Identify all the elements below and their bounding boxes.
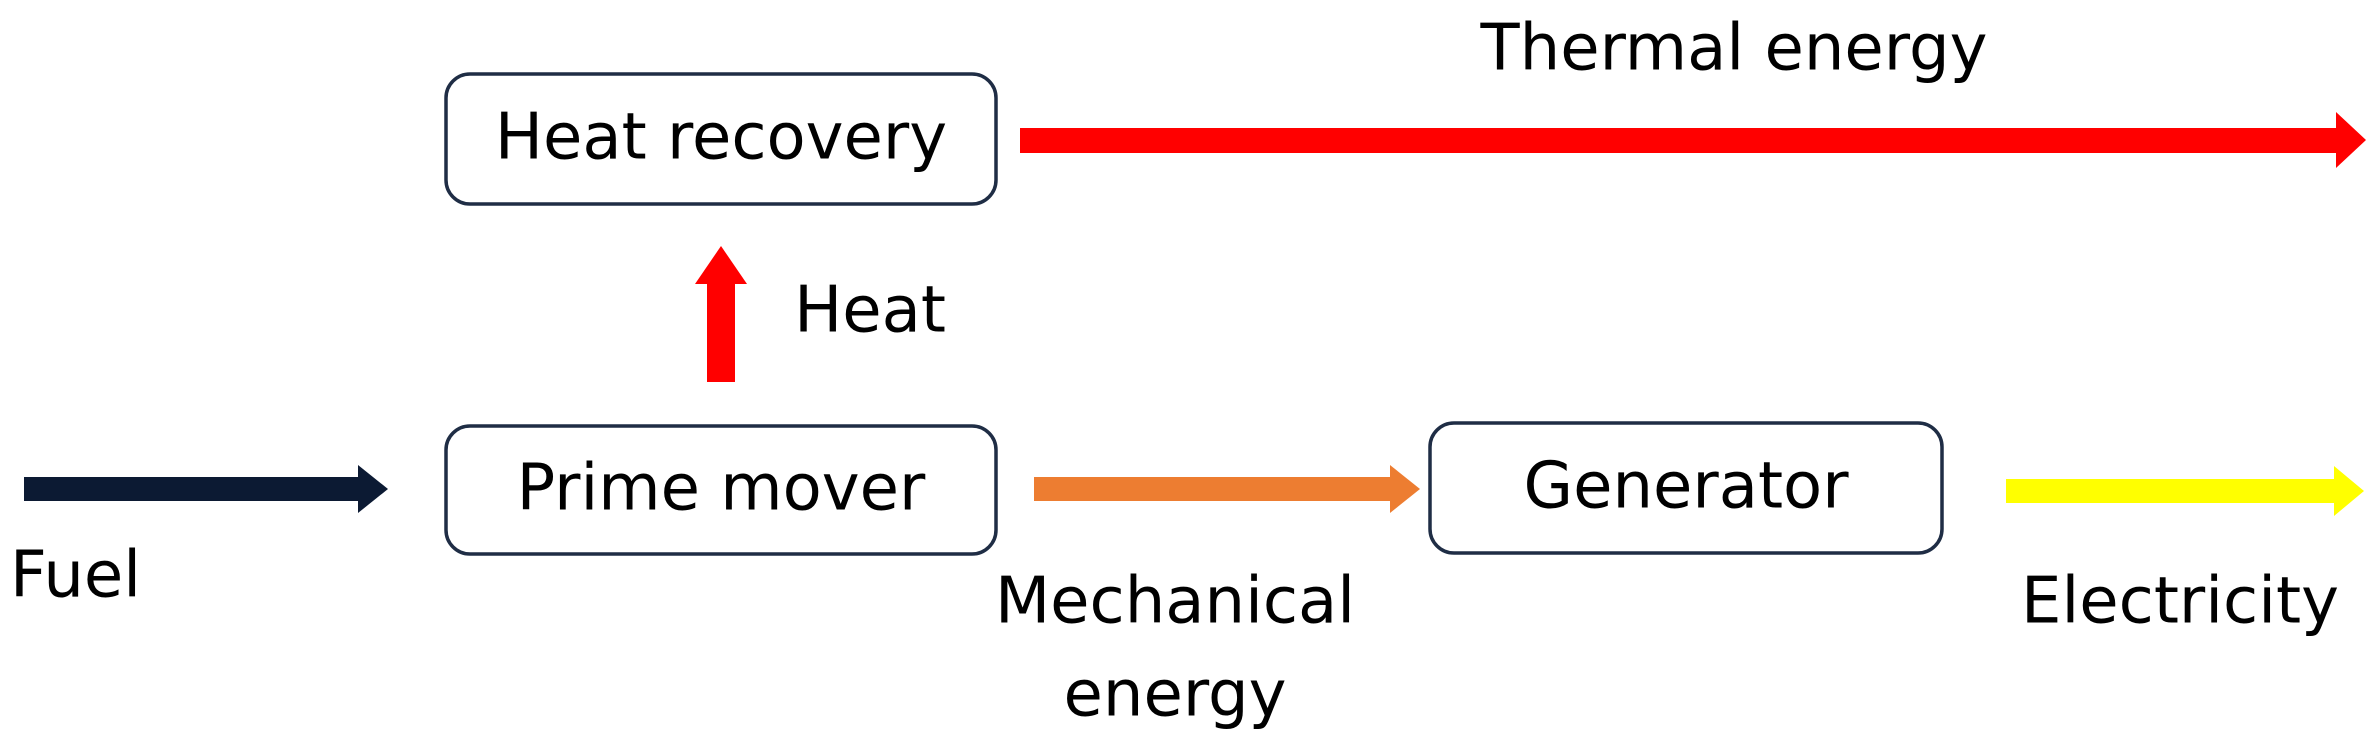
fuel-arrow-shaft [24, 477, 360, 501]
electricity-arrow-shaft [2006, 479, 2336, 503]
heat-arrow [695, 246, 747, 382]
electricity-arrow-head [2334, 466, 2364, 516]
electricity-label: Electricity [2021, 565, 2339, 639]
heat-arrow-shaft [707, 282, 735, 382]
generator-label: Generator [1524, 450, 1850, 524]
electricity-arrow [2006, 466, 2364, 516]
mechanical-arrow-shaft [1034, 477, 1392, 501]
mechanical-energy-label-line2: energy [1064, 658, 1287, 732]
fuel-label: Fuel [10, 539, 141, 613]
prime-mover-node: Prime mover [444, 424, 998, 556]
thermal-arrow-shaft [1020, 128, 2338, 153]
mechanical-arrow-head [1390, 465, 1420, 513]
mechanical-energy-label-line1: Mechanical [995, 565, 1355, 639]
thermal-arrow-head [2336, 112, 2366, 168]
mechanical-energy-arrow [1034, 465, 1420, 513]
heat-label: Heat [794, 274, 946, 348]
fuel-arrow [24, 465, 388, 513]
heat-recovery-label: Heat recovery [495, 101, 947, 175]
heat-arrow-head [695, 246, 747, 284]
generator-node: Generator [1428, 421, 1944, 555]
fuel-arrow-head [358, 465, 388, 513]
heat-recovery-node: Heat recovery [444, 72, 998, 206]
thermal-energy-label: Thermal energy [1480, 12, 1988, 86]
thermal-energy-arrow [1020, 112, 2366, 168]
prime-mover-label: Prime mover [517, 452, 926, 526]
